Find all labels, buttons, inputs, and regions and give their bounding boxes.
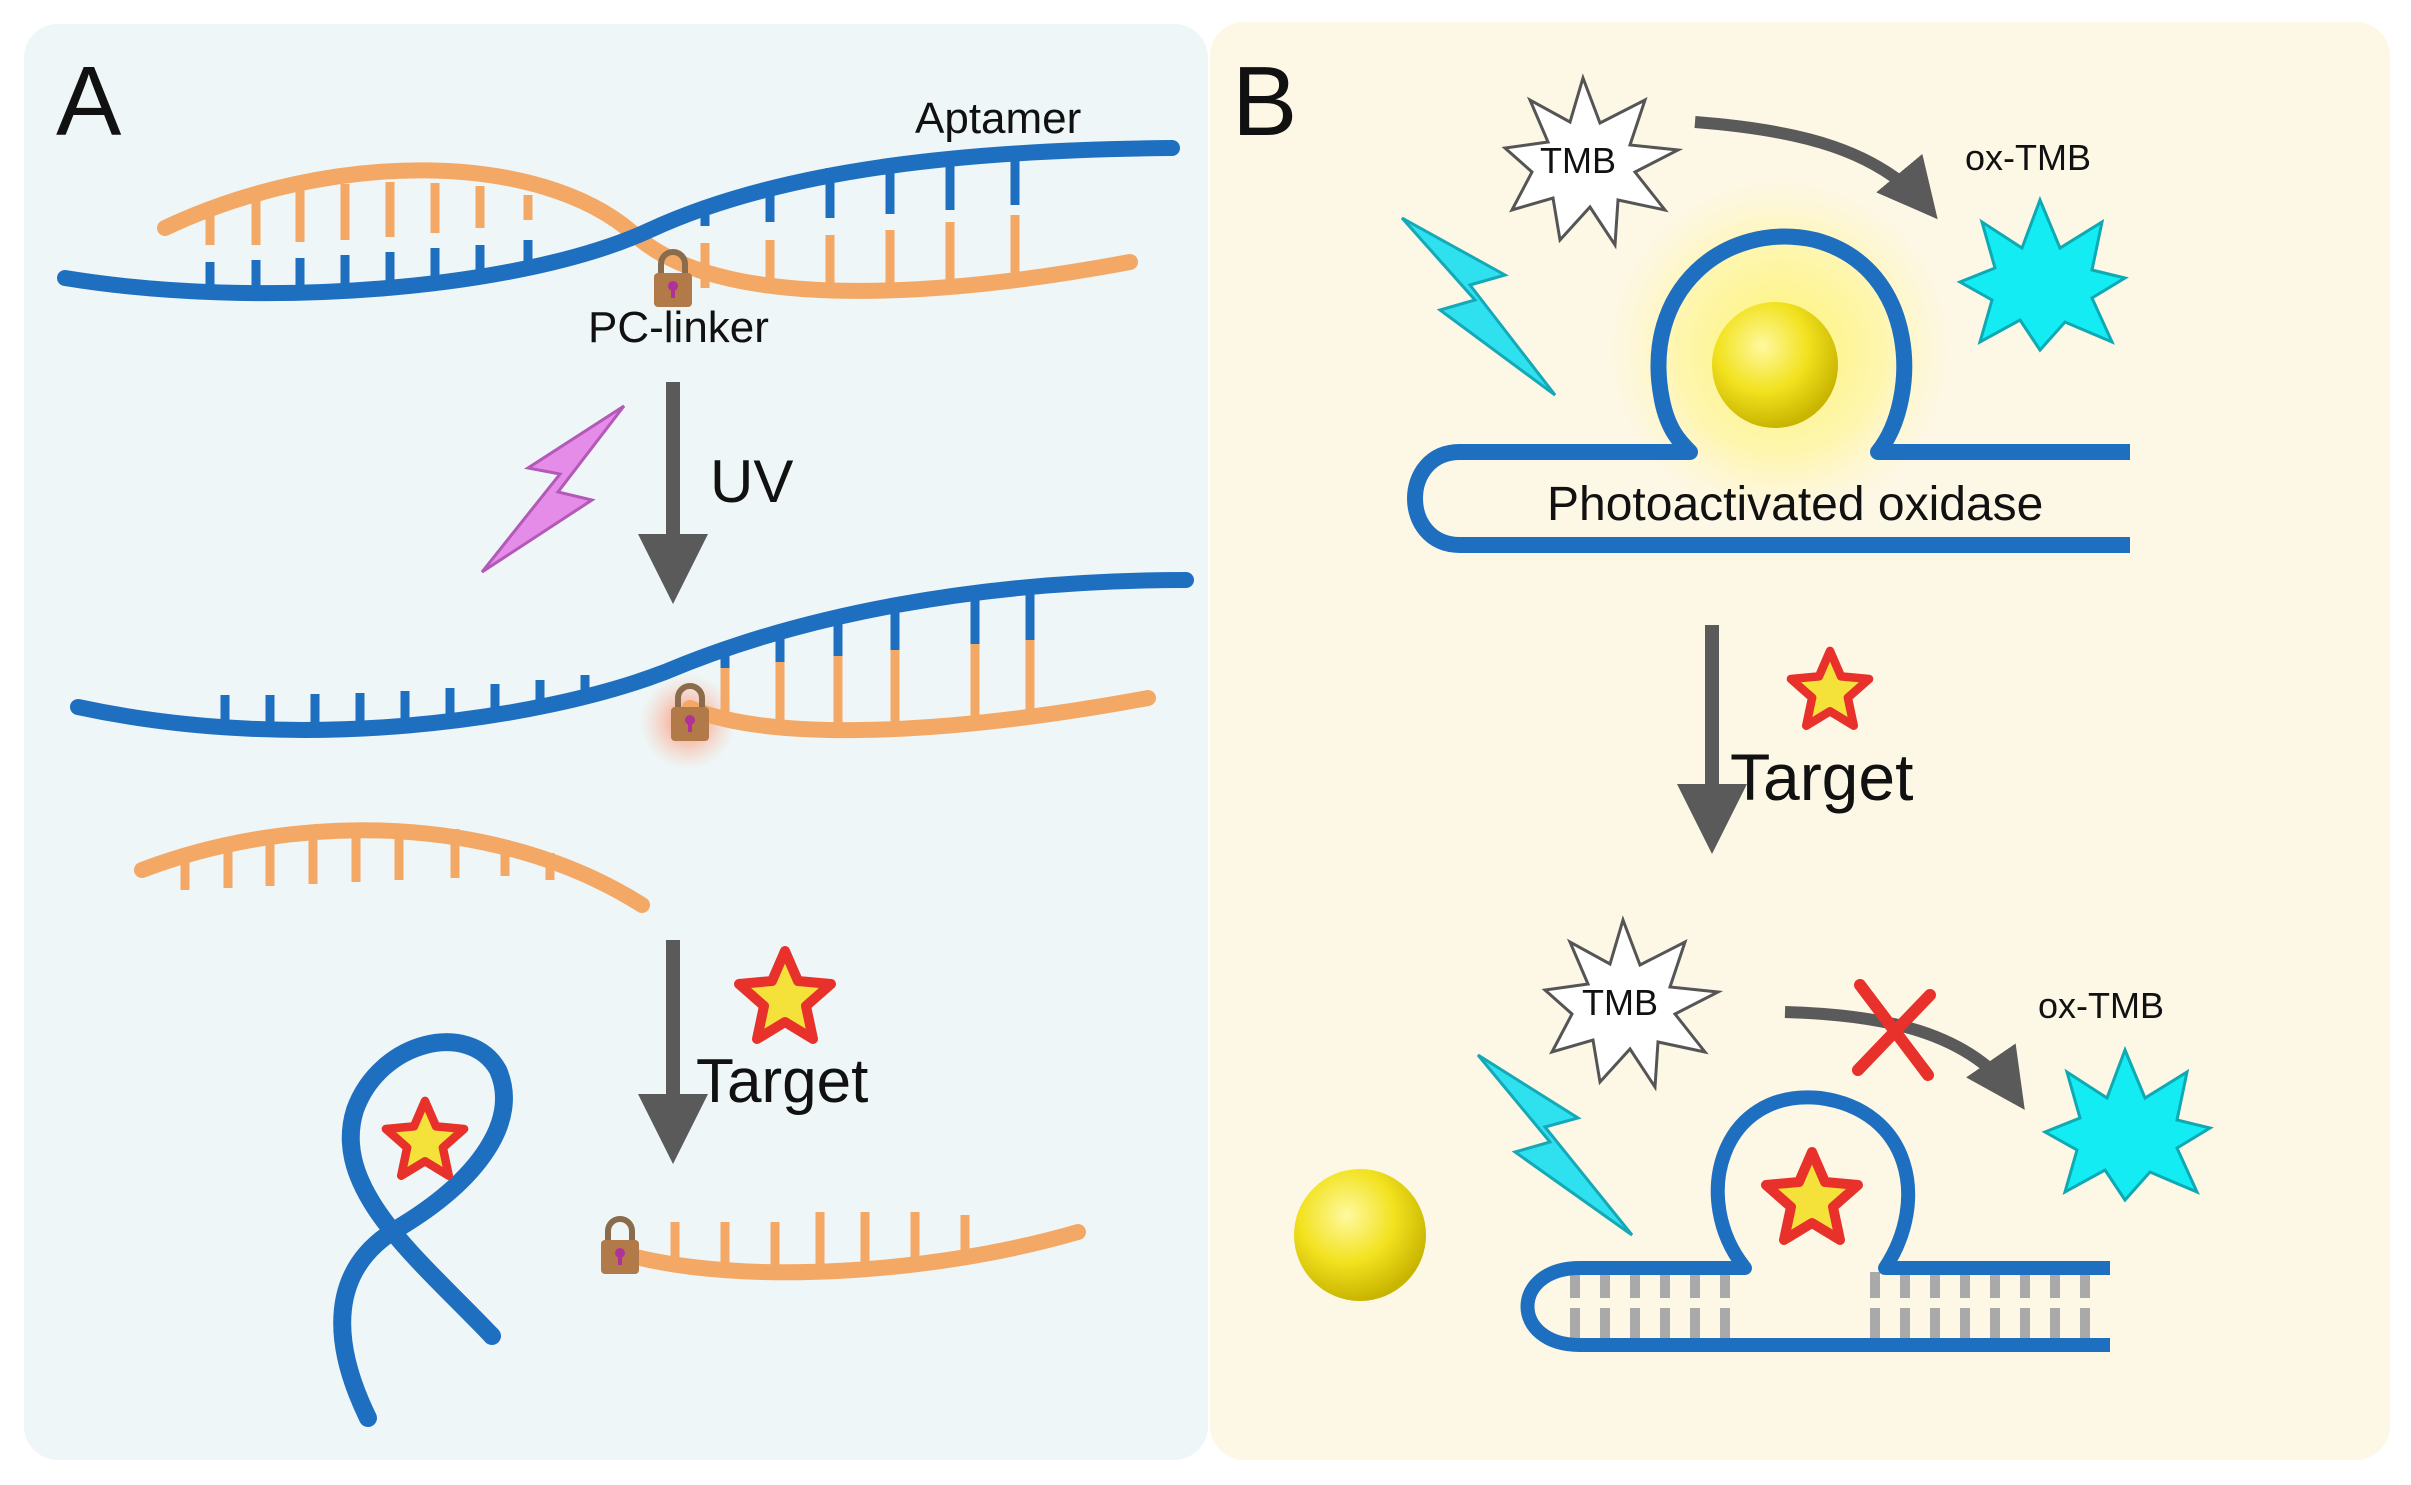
ox-tmb-label-top: ox-TMB — [1965, 137, 2091, 178]
aptamer-label: Aptamer — [915, 94, 1081, 143]
aptamer-duplex-initial — [57, 140, 1180, 307]
panel-a-letter: A — [56, 46, 122, 156]
folded-aptamer — [333, 1033, 513, 1427]
aptamer-duplex-cleaved — [70, 572, 1194, 770]
oxidation-arrow-top — [1694, 116, 1938, 220]
pc-linker-label: PC-linker — [588, 303, 769, 352]
tmb-label-top: TMB — [1540, 140, 1616, 181]
ox-tmb-label-bottom: ox-TMB — [2038, 985, 2164, 1026]
aptamer-strand — [57, 140, 1180, 302]
target-label-b: Target — [1730, 740, 1913, 814]
aptamer-hairpin-open — [1407, 228, 2130, 553]
panel-b-letter: B — [1232, 46, 1297, 156]
panel-a-background — [24, 24, 1208, 1460]
tmb-burst-icon — [1541, 915, 1724, 1092]
uv-label: UV — [710, 448, 793, 515]
uv-lightning-icon — [480, 404, 626, 574]
released-fragment — [134, 822, 650, 913]
aptamer-hairpin-bound — [1520, 1090, 2110, 1352]
light-lightning-icon — [1400, 216, 1557, 397]
tmb-burst-icon — [1501, 73, 1684, 250]
light-lightning-icon — [1476, 1053, 1634, 1237]
nanoparticle-icon — [1712, 302, 1838, 428]
released-nanoparticle-icon — [1294, 1169, 1426, 1301]
block-cross-icon — [1852, 979, 1936, 1081]
ox-tmb-burst-icon — [1956, 195, 2129, 353]
oxidation-arrow-bottom — [1784, 1006, 2025, 1110]
target-label-a: Target — [696, 1047, 868, 1116]
aptamer-strand-second — [70, 572, 1194, 738]
ox-tmb-burst-icon — [2041, 1045, 2214, 1203]
tmb-label-bottom: TMB — [1582, 982, 1658, 1023]
nanozyme-label: Photoactivated oxidase — [1547, 478, 2043, 531]
